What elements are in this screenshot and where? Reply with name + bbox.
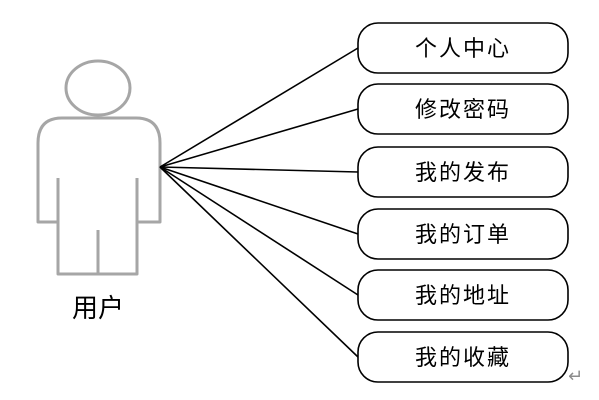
actor-label: 用户 [72, 294, 124, 324]
use-case-label: 个人中心 [415, 37, 511, 62]
association-line [159, 166, 359, 296]
use-case-6: 我的收藏 [357, 331, 569, 383]
actor: 用户 [36, 59, 162, 324]
actor-body [36, 116, 162, 276]
actor-head [64, 59, 132, 117]
use-case-5: 我的地址 [357, 269, 569, 321]
use-case-label: 我的发布 [415, 161, 511, 186]
use-case-3: 我的发布 [357, 146, 569, 198]
association-line [159, 166, 359, 235]
use-case-label: 修改密码 [415, 98, 511, 123]
association-line [159, 166, 359, 173]
paragraph-mark-icon: ↵ [568, 366, 583, 387]
use-case-label: 我的订单 [415, 223, 511, 248]
use-case-box [357, 331, 569, 383]
association-line [159, 47, 359, 168]
use-case-2: 修改密码 [357, 83, 569, 135]
association-line [159, 166, 359, 358]
use-case-box [357, 22, 569, 74]
person-icon [36, 59, 162, 276]
association-lines [159, 47, 359, 358]
use-case-box [357, 146, 569, 198]
use-case-4: 我的订单 [357, 208, 569, 260]
use-case-box [357, 83, 569, 135]
use-case-label: 我的收藏 [415, 346, 511, 371]
use-case-box [357, 208, 569, 260]
association-line [159, 108, 359, 168]
use-case-1: 个人中心 [357, 22, 569, 74]
use-case-box [357, 269, 569, 321]
use-case-label: 我的地址 [415, 284, 511, 309]
